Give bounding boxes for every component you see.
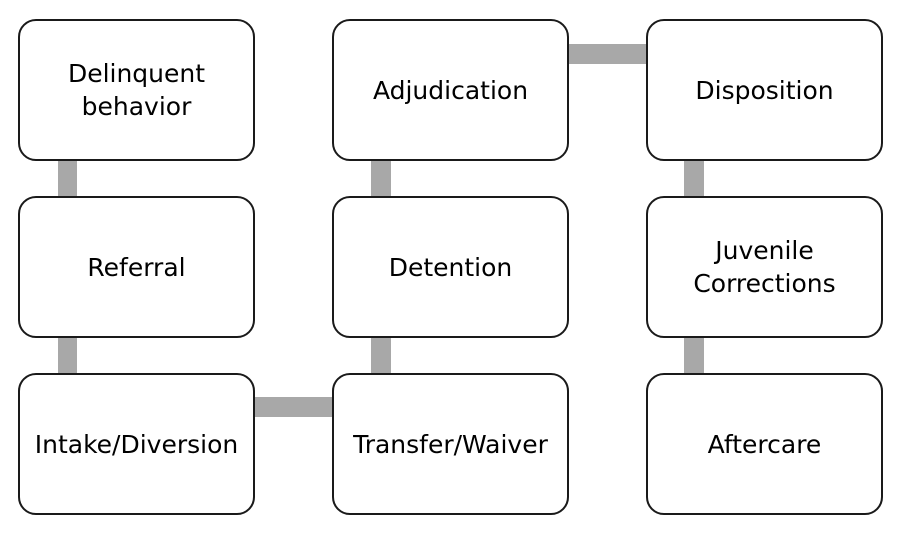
connector-delinquent-behavior-to-referral [58,158,77,198]
node-referral: Referral [18,196,255,338]
node-detention: Detention [332,196,569,338]
node-label: Referral [87,252,186,282]
node-label: Aftercare [707,429,822,459]
connector-referral-to-intake-diversion [58,336,77,376]
node-intake-diversion: Intake/Diversion [18,373,255,515]
connector-juvenile-corrections-to-aftercare [684,336,704,376]
node-label: Delinquent behavior [67,59,206,121]
connector-transfer-waiver-to-detention [371,336,391,376]
node-label: Intake/Diversion [34,429,239,459]
connector-adjudication-to-disposition [568,44,649,64]
node-aftercare: Aftercare [646,373,883,515]
node-adjudication: Adjudication [332,19,569,161]
connector-disposition-to-juvenile-corrections [684,158,704,198]
node-juvenile-corrections: Juvenile Corrections [646,196,883,338]
node-delinquent-behavior: Delinquent behavior [18,19,255,161]
node-label: Transfer/Waiver [353,429,548,459]
node-label: Juvenile Corrections [693,236,836,298]
connector-intake-diversion-to-transfer-waiver [254,397,335,417]
node-label: Disposition [695,75,834,105]
node-label: Adjudication [372,75,529,105]
node-disposition: Disposition [646,19,883,161]
connector-detention-to-adjudication [371,158,391,198]
node-label: Detention [388,252,513,282]
node-transfer-waiver: Transfer/Waiver [332,373,569,515]
